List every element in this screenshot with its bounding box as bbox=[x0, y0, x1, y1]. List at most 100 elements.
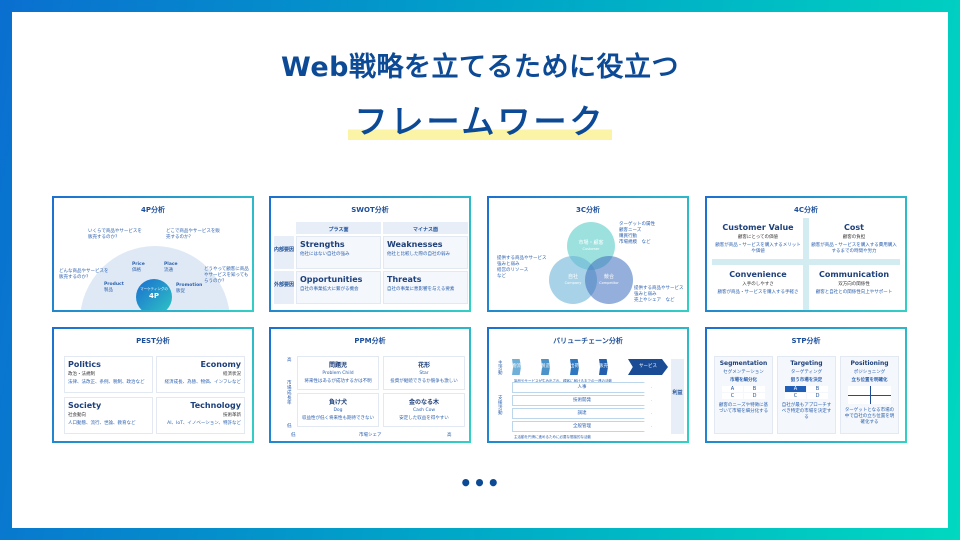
text-label: Communication bbox=[818, 270, 890, 279]
decoration: 提供する商品やサービス強みと弱み売上やシェア など bbox=[634, 286, 684, 304]
text-label: Product bbox=[104, 282, 124, 287]
text-label: 利益 bbox=[671, 359, 684, 434]
text-label: サービス bbox=[628, 359, 668, 375]
text-label: Threats bbox=[387, 275, 422, 284]
quadrant: 問題児 Problem Child 将来性はあるが成功するかは不明 bbox=[297, 356, 379, 390]
text-label: Convenience bbox=[729, 270, 787, 279]
text-label: Weaknesses bbox=[387, 240, 443, 249]
text-label: Company bbox=[564, 281, 582, 285]
text-label: 提供する商品やサービス bbox=[497, 256, 547, 261]
text-label: 自社の事業に悪影響を与える要素 bbox=[387, 287, 455, 292]
text-label: 法律、法改正、条例、税制、政治など bbox=[68, 380, 145, 385]
text-label: どんな商品やサービスを販売するのか？ bbox=[59, 269, 109, 280]
text-label: など bbox=[497, 274, 506, 279]
text-label: Cost bbox=[844, 223, 864, 232]
text-label: 主活動 bbox=[498, 361, 503, 376]
text-label: 出荷 bbox=[570, 359, 579, 375]
text-label: 高 bbox=[447, 433, 452, 438]
text-label: 問題児 bbox=[328, 362, 347, 369]
card-title: バリューチェーン分析 bbox=[553, 337, 623, 345]
text-label: 投資が継続できるか競争も激しい bbox=[390, 379, 458, 384]
text-label: 他社と比較した際の自社の弱み bbox=[387, 252, 450, 257]
text-label: 狙う市場を決定 bbox=[790, 378, 823, 383]
more-indicator: ••• bbox=[459, 471, 501, 495]
text-label: 将来性はあるが成功するかは不明 bbox=[304, 379, 372, 384]
text-label: セグメンテーション bbox=[723, 370, 764, 375]
card-value-chain[interactable]: バリューチェーン分析 主活動 支援活動 物流 製造 出荷 販売 サービス 製品や… bbox=[487, 327, 689, 443]
text-label: Customer Value bbox=[722, 223, 794, 232]
text-label: Segmentation bbox=[719, 360, 768, 367]
text-label: 強みと弱み bbox=[497, 262, 520, 267]
text-label: いくらで商品やサービスを販売するのか？ bbox=[88, 229, 142, 240]
text-label: ターゲットの属性 bbox=[619, 222, 655, 227]
text-label: Society bbox=[68, 401, 102, 410]
text-label: 製造 bbox=[541, 359, 550, 375]
decoration: バリューチェーン分析 主活動 支援活動 物流 製造 出荷 販売 サービス 製品や… bbox=[489, 329, 687, 441]
text-label: 経済状況 bbox=[223, 372, 241, 377]
col-header: プラス面 bbox=[296, 222, 381, 234]
text-label: ターゲットとなる市場の中で自社の立ち位置を明確化する bbox=[844, 408, 895, 425]
text-label: 入手のしやすさ bbox=[742, 282, 774, 287]
quadrant: Weaknesses 他社と比較した際の自社の弱み bbox=[383, 236, 468, 269]
text-label: 顧客が商品・サービスを購入する手軽さ bbox=[717, 290, 799, 295]
text-label: 全般管理 bbox=[512, 421, 652, 432]
text-label: Problem Child bbox=[322, 371, 354, 376]
text-label: Customer bbox=[582, 247, 600, 251]
text-label: 双方向の関係性 bbox=[838, 282, 870, 287]
text-label: 価格 bbox=[132, 268, 141, 273]
text-label: 販促 bbox=[176, 289, 185, 294]
quadrant: 花形 Star 投資が継続できるか競争も激しい bbox=[383, 356, 465, 390]
text-label: D bbox=[807, 393, 828, 399]
text-label: 顧客のニーズや特徴に基づいて市場を細分化する bbox=[718, 403, 769, 414]
card-title: PEST分析 bbox=[136, 337, 170, 345]
text-label: Promotion bbox=[176, 283, 203, 288]
card-title: 4P分析 bbox=[140, 206, 165, 214]
decoration: ターゲットの属性顧客ニーズ購買行動市場規模 など bbox=[619, 222, 655, 246]
text-label: B bbox=[744, 386, 765, 392]
decoration: Communication 双方向の関係性顧客と自社との関係性向上やサポート bbox=[811, 270, 897, 295]
text-label: マーケティングの bbox=[140, 287, 168, 291]
text-label: Competitor bbox=[599, 281, 619, 285]
text-label: 強みと弱み bbox=[634, 292, 657, 297]
text-label: 立ち位置を明確化 bbox=[851, 378, 888, 383]
text-label: B bbox=[807, 386, 828, 392]
text-label: 顧客と自社との関係性向上やサポート bbox=[815, 290, 893, 295]
card-title: 4C分析 bbox=[793, 206, 818, 214]
text-label: Star bbox=[419, 371, 429, 376]
text-label: 市場を細分化 bbox=[730, 378, 757, 383]
text-label: Dog bbox=[333, 408, 343, 413]
row-header: 外部要因 bbox=[274, 271, 294, 304]
text-label: A bbox=[785, 386, 806, 392]
text-label: 流通 bbox=[164, 268, 173, 273]
text-label: Economy bbox=[200, 360, 241, 369]
text-label: 政治・法規制 bbox=[68, 372, 95, 377]
text-label: Targeting bbox=[790, 360, 823, 367]
text-label: どこで商品やサービスを販売するのか？ bbox=[166, 229, 220, 240]
text-label: 競合 bbox=[603, 274, 614, 280]
text-label: 花形 bbox=[417, 362, 430, 369]
text-label: Cash Cow bbox=[412, 408, 436, 413]
row-header: 内部要因 bbox=[274, 236, 294, 269]
